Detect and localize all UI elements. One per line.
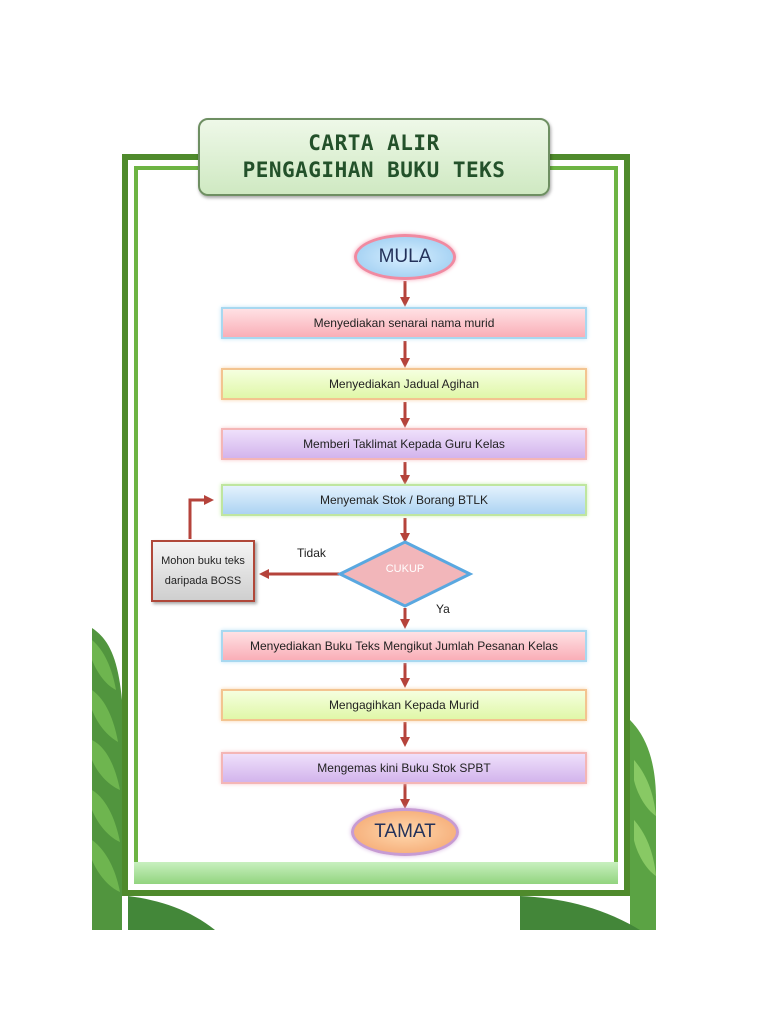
step-prepare-schedule: Menyediakan Jadual Agihan xyxy=(221,368,587,400)
no-label: Tidak xyxy=(297,546,326,560)
decision-diamond xyxy=(336,540,474,608)
frame-bottom-band xyxy=(134,862,618,884)
arrow-side-back-to-step4 xyxy=(188,495,214,539)
step-update-stock-book: Mengemas kini Buku Stok SPBT xyxy=(221,752,587,784)
step-prepare-student-list: Menyediakan senarai nama murid xyxy=(221,307,587,339)
yes-label: Ya xyxy=(436,602,450,616)
step-brief-teachers: Memberi Taklimat Kepada Guru Kelas xyxy=(221,428,587,460)
start-terminator: MULA xyxy=(354,234,456,280)
side-action-request-books: Mohon buku teks daripada BOSS xyxy=(151,540,255,602)
end-terminator: TAMAT xyxy=(351,808,459,856)
title-line-2: PENGAGIHAN BUKU TEKS xyxy=(242,158,506,182)
title-banner: CARTA ALIR PENGAGIHAN BUKU TEKS xyxy=(198,118,550,196)
step-prepare-textbooks: Menyediakan Buku Teks Mengikut Jumlah Pe… xyxy=(221,630,587,662)
step-check-stock: Menyemak Stok / Borang BTLK xyxy=(221,484,587,516)
title-line-1: CARTA ALIR xyxy=(308,131,440,155)
side-action-line-2: daripada BOSS xyxy=(164,575,242,587)
step-distribute: Mengagihkan Kepada Murid xyxy=(221,689,587,721)
decision-label: CUKUP xyxy=(385,563,425,575)
side-action-line-1: Mohon buku teks xyxy=(161,555,245,567)
